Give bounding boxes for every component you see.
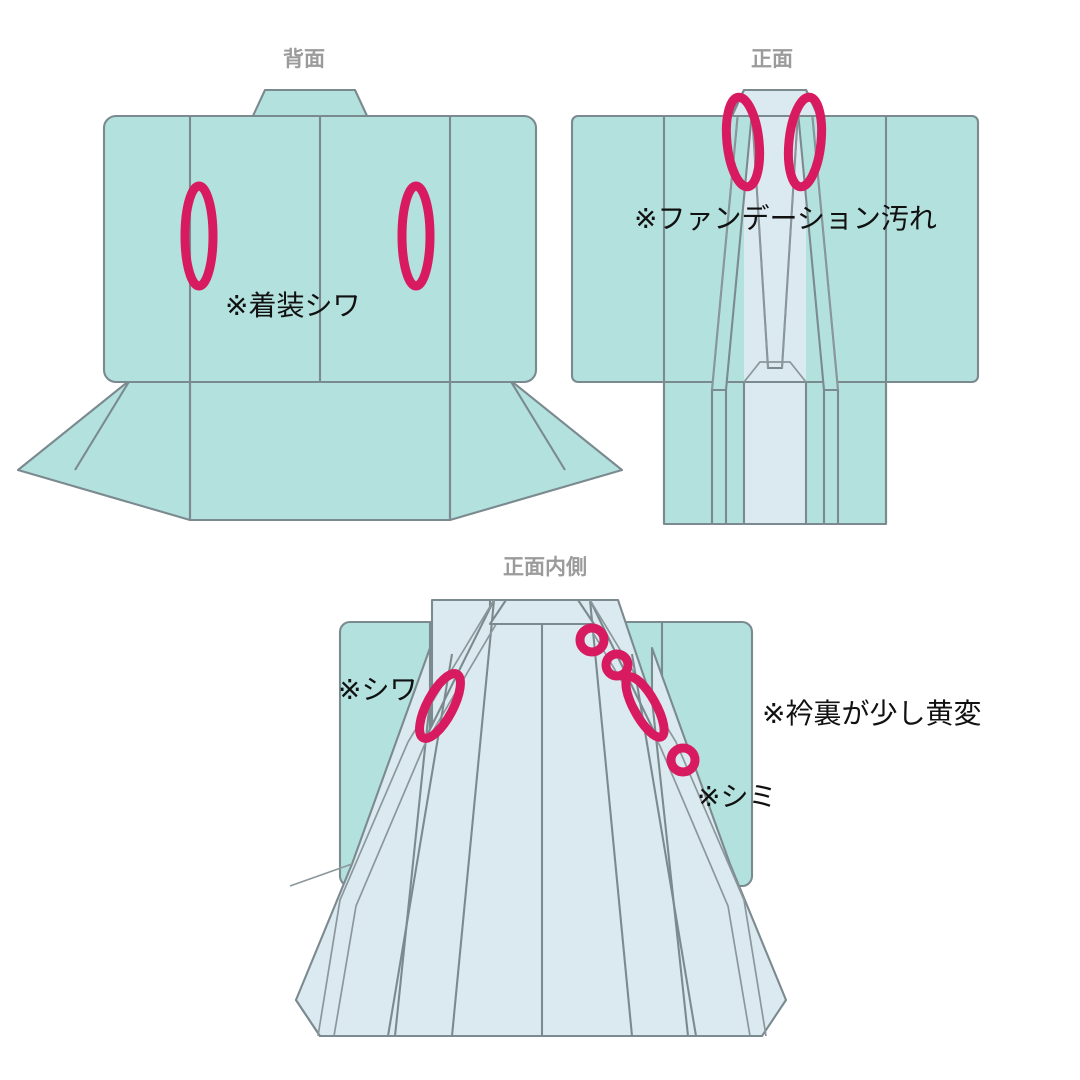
inside-marker-stain-2: [601, 649, 633, 681]
front-collar-inner-left: [751, 111, 769, 369]
front-v-bottom-seam: [743, 361, 807, 383]
annotation-front-foundation-stain: ※ファンデーション汚れ: [634, 202, 937, 235]
inside-collar-nub: [488, 598, 596, 626]
annotation-inside-collar-yellowing: ※衿裏が少し黄変: [762, 697, 981, 730]
back-left-skirt-fold: [74, 379, 131, 471]
view-back: 背面 ※着装シワ: [16, 47, 624, 522]
view-title-back: 背面: [283, 47, 325, 71]
inside-marker-stain-3: [621, 672, 669, 742]
inside-marker-stain-4: [666, 743, 700, 777]
back-center-skirt: [188, 378, 452, 522]
view-front-inside: 正面内側 ※シワ ※衿裏が少し黄変 ※シミ: [289, 555, 981, 1038]
back-right-skirt-fold: [509, 379, 566, 471]
inside-collar-left-inner: [333, 603, 509, 1037]
inside-left-panel-notch: [289, 863, 353, 887]
inside-pleat-left: [386, 653, 454, 1037]
annotation-inside-stain: ※シミ: [697, 780, 776, 813]
back-marker-left: [180, 181, 218, 291]
annotation-back-wrinkle: ※着装シワ: [225, 289, 360, 322]
inside-marker-stain-1: [575, 623, 609, 657]
front-collar-inner-right: [781, 111, 799, 369]
back-collar-nub: [250, 88, 370, 120]
back-marker-right: [397, 181, 435, 291]
inside-marker-wrinkle: [415, 669, 465, 743]
view-front: 正面 ※ファンデーション汚れ: [570, 47, 980, 526]
front-lining-lower: [742, 380, 808, 526]
view-title-front-inside: 正面内側: [503, 555, 587, 579]
inside-collar-right-outer: [589, 599, 767, 1037]
front-marker-left-collar: [721, 92, 765, 192]
front-marker-right-collar: [783, 92, 827, 192]
annotation-inside-wrinkle: ※シワ: [338, 673, 417, 706]
view-title-front: 正面: [751, 47, 793, 71]
